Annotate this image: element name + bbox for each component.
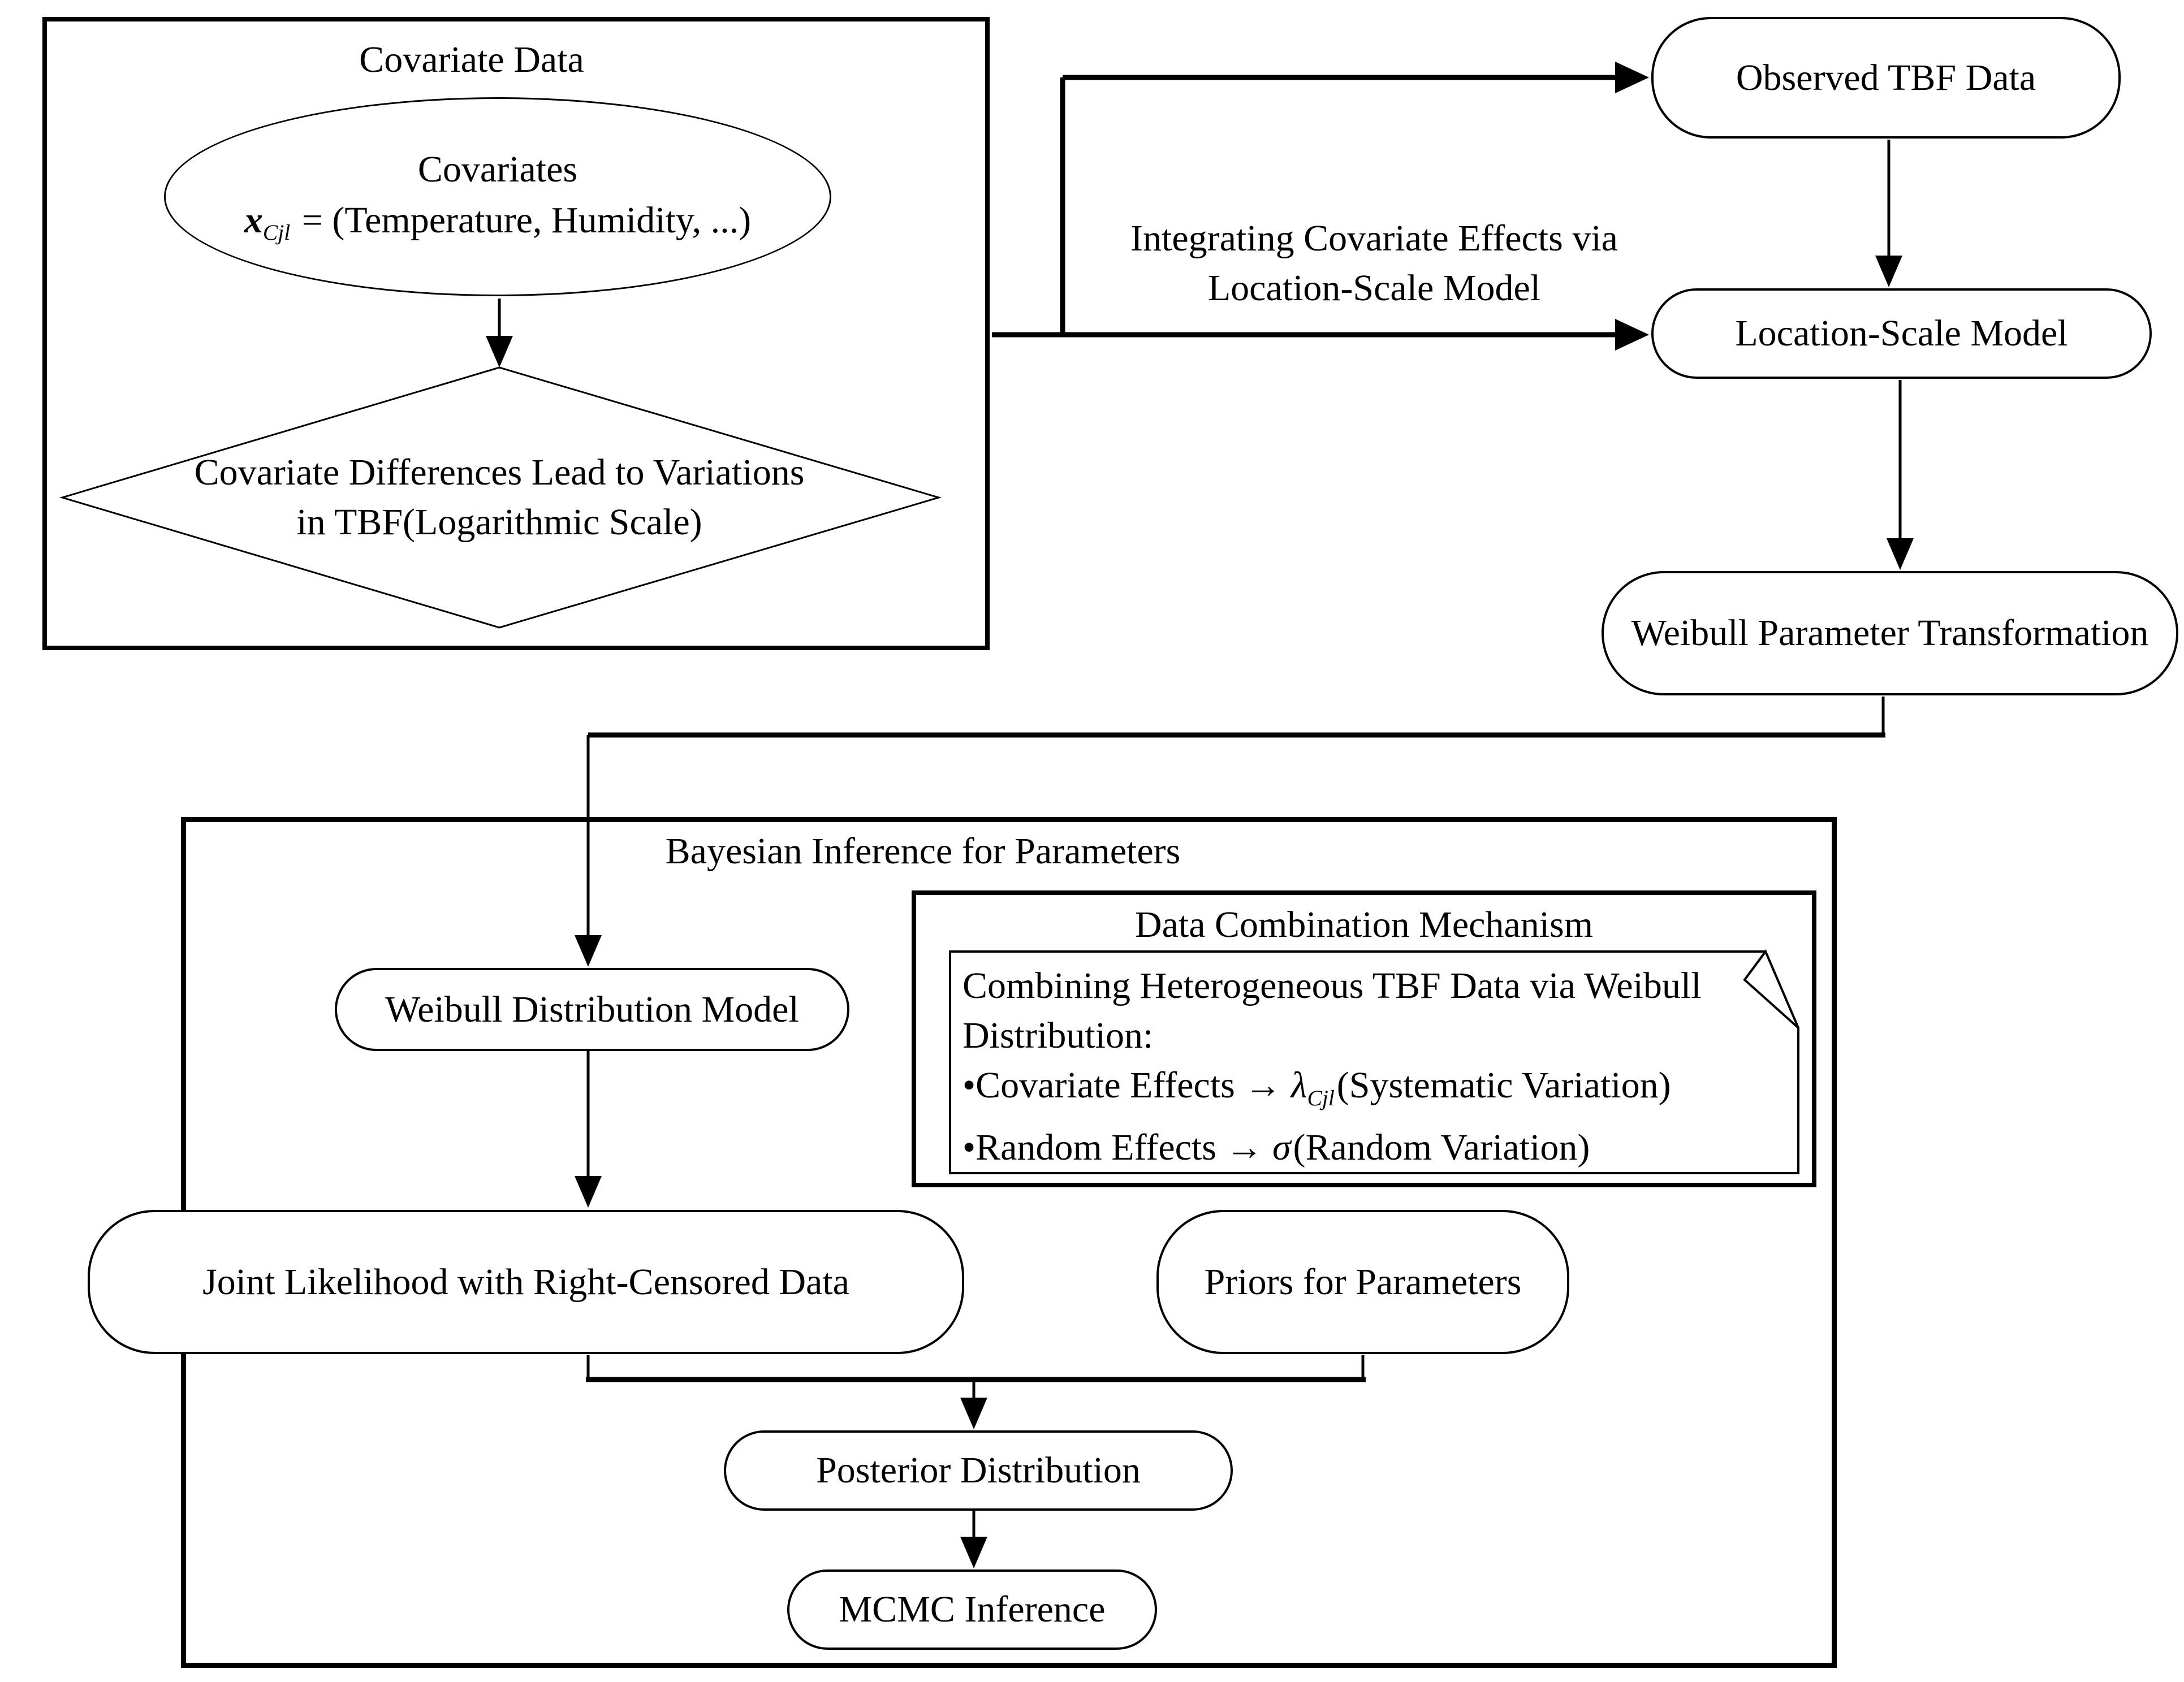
note-bullet2: •Random Effects → σ(Random Variation) xyxy=(962,1126,1590,1168)
bayesian-box-title: Bayesian Inference for Parameters xyxy=(665,831,1181,872)
covariate-box-title: Covariate Data xyxy=(359,39,584,80)
covariates-label: Covariates xyxy=(417,148,578,190)
edge-label-line2: Location-Scale Model xyxy=(1207,267,1541,309)
node-mcmc-inference: MCMC Inference xyxy=(787,1569,1157,1650)
note-line1: Combining Heterogeneous TBF Data via Wei… xyxy=(962,965,1702,1006)
note-text: Combining Heterogeneous TBF Data via Wei… xyxy=(962,961,1794,1185)
node-location-scale-model: Location-Scale Model xyxy=(1651,288,2152,379)
data-combination-box xyxy=(912,890,1816,1187)
bullet-icon: • xyxy=(962,1126,976,1168)
diamond-line2: in TBF(Logarithmic Scale) xyxy=(296,501,702,543)
data-combination-title: Data Combination Mechanism xyxy=(1134,904,1594,945)
arrowhead-locscale xyxy=(1615,319,1649,351)
arrowhead-weibull-model xyxy=(575,935,602,967)
arrowhead-joint xyxy=(575,1176,602,1208)
arrowhead-locscale-top xyxy=(1875,256,1902,287)
arrowhead-posterior xyxy=(960,1398,987,1429)
covariates-formula: xCjl = (Temperature, Humidity, ...) xyxy=(244,199,752,245)
diamond-shape xyxy=(59,366,942,629)
node-weibull-parameter-transformation: Weibull Parameter Transformation xyxy=(1602,571,2178,695)
arrowhead-diamond xyxy=(486,336,513,367)
node-priors-for-parameters: Priors for Parameters xyxy=(1156,1210,1569,1354)
node-observed-tbf-data: Observed TBF Data xyxy=(1651,17,2121,139)
note-fold-icon xyxy=(1743,949,1799,1029)
bullet-icon: • xyxy=(962,1065,976,1106)
node-joint-likelihood: Joint Likelihood with Right-Censored Dat… xyxy=(88,1210,964,1354)
note-bullet1: •Covariate Effects → λCjl(Systematic Var… xyxy=(962,1065,1671,1110)
arrowhead-transform xyxy=(1887,538,1914,570)
node-posterior-distribution: Posterior Distribution xyxy=(724,1430,1233,1511)
arrowhead-observed xyxy=(1615,62,1649,93)
node-weibull-distribution-model: Weibull Distribution Model xyxy=(335,968,849,1051)
note-line2: Distribution: xyxy=(962,1015,1154,1056)
diamond-text: Covariate Differences Lead to Variations… xyxy=(103,448,895,547)
arrowhead-mcmc xyxy=(960,1537,987,1568)
covariates-ellipse: Covariates xCjl = (Temperature, Humidity… xyxy=(164,97,831,296)
edge-label: Integrating Covariate Effects via Locati… xyxy=(1035,214,1713,313)
note-shape xyxy=(949,950,1799,1174)
covariate-data-box xyxy=(42,17,990,650)
edge-label-line1: Integrating Covariate Effects via xyxy=(1130,218,1618,259)
diamond-line1: Covariate Differences Lead to Variations xyxy=(194,452,805,493)
